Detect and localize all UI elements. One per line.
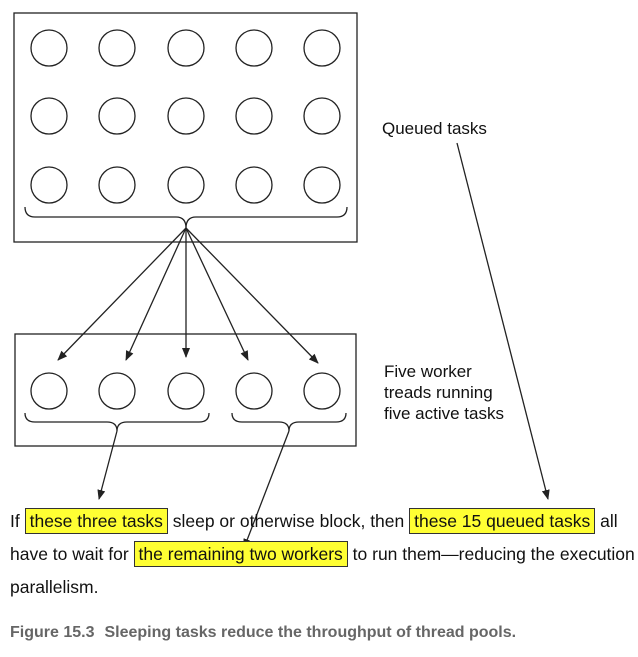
remaining-workers-pointer: [243, 430, 290, 549]
workers-label-line: Five worker: [384, 362, 472, 381]
blocked-tasks-pointer: [97, 430, 118, 500]
workers-label: Five worker treads running five active t…: [384, 361, 504, 424]
figure-caption: Figure 15.3 Sleeping tasks reduce the thr…: [10, 624, 516, 642]
worker-task: [30, 372, 68, 410]
paragraph-text: sleep or otherwise block, then: [167, 511, 410, 531]
caption-text: Sleeping tasks reduce the throughput of …: [104, 624, 517, 641]
queued-task: [98, 29, 136, 67]
paragraph-text: If: [10, 511, 25, 531]
blocked-tasks-brace: [24, 412, 210, 432]
worker-box: [14, 333, 357, 447]
queued-task: [235, 29, 273, 67]
dispatch-arrow: [125, 227, 187, 361]
explanation-paragraph: If these three tasks sleep or otherwise …: [10, 505, 635, 604]
workers-label-line: treads running: [384, 383, 493, 402]
queued-task: [98, 166, 136, 204]
queued-task: [303, 97, 341, 135]
queued-task: [167, 166, 205, 204]
worker-task: [98, 372, 136, 410]
queued-tasks-pointer: [456, 142, 550, 500]
paragraph-text: to run them—reducing the execution paral…: [10, 544, 635, 597]
queued-task: [303, 166, 341, 204]
dispatch-arrows: [57, 227, 319, 364]
queued-task: [30, 166, 68, 204]
queued-task: [30, 29, 68, 67]
highlight-remaining-workers: the remaining two workers: [133, 541, 348, 567]
queued-task: [235, 166, 273, 204]
queued-task: [167, 97, 205, 135]
queued-task: [98, 97, 136, 135]
queue-box: [13, 12, 358, 243]
worker-task: [167, 372, 205, 410]
highlight-three-tasks: these three tasks: [24, 508, 168, 534]
queued-task-circles: [30, 29, 341, 204]
dispatch-arrow: [185, 227, 319, 364]
figure-number: Figure 15.3: [10, 624, 95, 641]
dispatch-arrow: [57, 227, 187, 361]
queue-brace: [24, 206, 348, 229]
queued-tasks-label: Queued tasks: [382, 119, 487, 138]
queued-task: [167, 29, 205, 67]
dispatch-arrow: [185, 227, 249, 361]
worker-task: [235, 372, 273, 410]
paragraph-text: all have to wait for: [10, 511, 618, 564]
worker-task-circles: [30, 372, 341, 410]
queued-task: [30, 97, 68, 135]
queued-task: [235, 97, 273, 135]
remaining-workers-brace: [231, 412, 347, 432]
queued-task: [303, 29, 341, 67]
workers-label-line: five active tasks: [384, 404, 504, 423]
highlight-queued-tasks: these 15 queued tasks: [409, 508, 596, 534]
worker-task: [303, 372, 341, 410]
